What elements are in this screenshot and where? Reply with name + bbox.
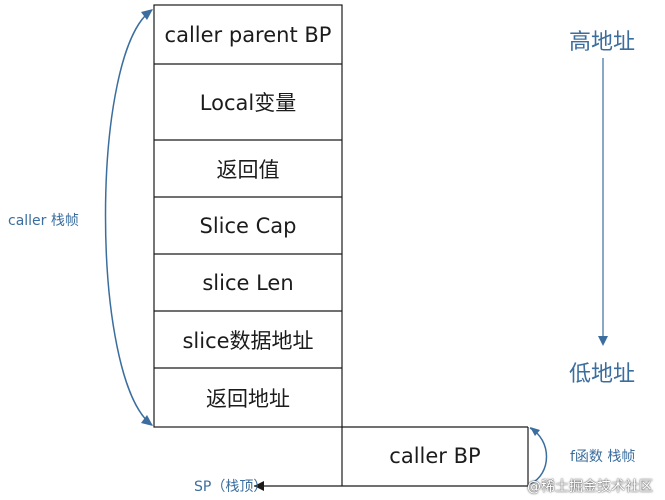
stack-cell-local-vars: Local变量 bbox=[154, 64, 342, 140]
high-address-label: 高地址 bbox=[569, 30, 636, 55]
stack-cell-slice-len: slice Len bbox=[154, 254, 342, 311]
callee-cell-caller-bp: caller BP bbox=[342, 425, 528, 486]
stack-cell-label: 返回值 bbox=[216, 157, 280, 182]
caller-frame-brace-head-top bbox=[141, 9, 153, 20]
stack-cell-label: slice数据地址 bbox=[182, 328, 314, 353]
stack-cell-return-address: 返回地址 bbox=[154, 368, 342, 427]
stack-cell-caller-parent-bp: caller parent BP bbox=[154, 5, 342, 64]
f-frame-label: f函数 栈帧 bbox=[570, 449, 636, 465]
caller-frame-label: caller 栈帧 bbox=[8, 213, 79, 229]
sp-label: SP（栈顶） bbox=[194, 479, 268, 495]
low-address-label: 低地址 bbox=[569, 362, 636, 387]
stack-cell-label: caller parent BP bbox=[164, 22, 332, 47]
stack-cell-label: 返回地址 bbox=[206, 386, 290, 411]
stack-cell-slice-data-address: slice数据地址 bbox=[154, 311, 342, 368]
stack-cell-label: Slice Cap bbox=[199, 213, 297, 238]
caller-frame-brace-head-bottom bbox=[141, 415, 153, 426]
caller-stack-frame-box bbox=[153, 4, 343, 428]
sp-arrow-head bbox=[254, 481, 264, 491]
stack-cell-label: Local变量 bbox=[199, 91, 297, 115]
callee-cell-label: caller BP bbox=[389, 443, 481, 468]
f-frame-brace-head-top bbox=[530, 427, 540, 436]
stack-cell-return-value: 返回值 bbox=[154, 140, 342, 197]
caller-frame-brace bbox=[104, 9, 153, 426]
stack-cell-slice-cap: Slice Cap bbox=[154, 197, 342, 254]
stack-cell-label: slice Len bbox=[202, 270, 294, 295]
address-arrow-head bbox=[598, 336, 608, 346]
watermark: @稀土掘金技术社区 bbox=[527, 479, 653, 495]
